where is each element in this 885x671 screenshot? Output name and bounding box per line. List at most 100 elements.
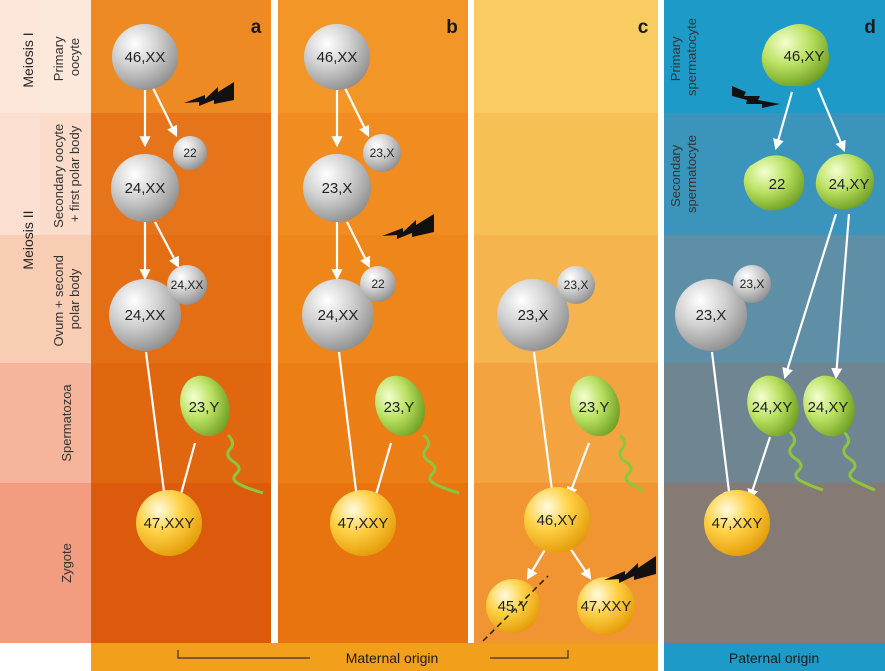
sperm-cell [803,375,855,437]
sperm-cell [747,375,799,437]
first-polar-body-karyotype: 22 [183,146,197,160]
meiosis-2-label: Meiosis II [20,210,36,269]
arrow [782,213,838,380]
arrow [773,91,794,151]
arrow [566,442,591,499]
arrow [710,351,735,503]
first-polar-body-karyotype: 23,X [370,146,395,160]
secondary-spermatocyte-cell [815,154,874,210]
lost-daughter-cell [486,579,540,633]
second-polar-body-karyotype: 23,X [564,278,589,292]
ovum-karyotype: 23,X [518,307,549,324]
arrow [346,221,370,268]
sperm-karyotype: 23,Y [384,399,415,416]
secondary-oocyte-cell [111,154,179,222]
primary-spermatocyte-karyotype: 46,XY [784,48,825,65]
secondary-oocyte-karyotype: 24,XX [125,180,166,197]
meiosis-1-label: Meiosis I [20,32,36,87]
maternal-label-backdrop [310,650,490,666]
second-polar-body-karyotype: 23,X [740,277,765,291]
cell-loss-slash [482,575,549,642]
row-label-secondary-spermatocyte: Secondary spermatocyte [668,135,699,213]
zygote-karyotype: 47,XXY [338,515,389,532]
zygote-cell [136,490,202,556]
panel-separators [0,0,664,671]
first-polar-body [173,136,207,170]
maternal-origin-label: Maternal origin [346,650,439,666]
ovum-cell [675,279,747,351]
primary-oocyte-karyotype: 46,XX [317,49,358,66]
row-label-spermatozoa: Spermatozoa [59,384,74,462]
secondary-spermatocyte-cell [743,155,805,211]
zygote-karyotype: 47,XXY [144,515,195,532]
paternal-origin-bar [664,643,885,671]
zygote-cell [524,487,590,553]
sperm-cell [375,375,425,437]
arrow [532,351,558,501]
panel-c: 23,X 23,X 23,Y 46,XY 45,Y 47,XXY [482,266,656,642]
nondisjunction-bolt-icon [732,86,780,108]
panel-d-letter: d [864,17,876,38]
paternal-origin-label: Paternal origin [729,650,819,666]
arrow [144,351,171,510]
second-polar-body-karyotype: 22 [371,277,385,291]
arrow [152,87,178,137]
arrow [337,351,363,510]
secondary-spermatocyte-karyotype: 24,XY [829,176,870,193]
sperm-tail-icon [618,433,644,493]
zygote-cell [704,490,770,556]
ovum-karyotype: 24,XX [125,307,166,324]
nondisjunction-bolt-icon [382,214,434,239]
row-label-primary-spermatocyte: Primary spermatocyte [668,18,699,96]
sperm-cell [180,375,230,437]
primary-spermatocyte-cell [761,24,830,87]
row-label-column [0,0,91,643]
ovum-cell [302,279,374,351]
lost-daughter-karyotype: 45,Y [498,598,529,615]
panel-a: 46,XX 24,XX 22 24,XX 24,XX 23,Y 47,XXY [109,24,264,556]
panel-b: 46,XX 23,X 23,X 24,XX 22 23,Y 47,XXY [302,24,460,556]
primary-oocyte-cell [112,24,178,90]
arrow [816,87,846,153]
row-label-zygote: Zygote [59,543,74,583]
kept-daughter-karyotype: 47,XXY [581,598,632,615]
arrow [344,87,370,137]
arrow [569,547,592,580]
ovum-karyotype: 24,XX [318,307,359,324]
zygote-karyotype: 47,XXY [712,515,763,532]
ovum-cell [497,279,569,351]
primary-oocyte-cell [304,24,370,90]
kept-daughter-cell [577,577,635,635]
first-polar-body [363,134,401,172]
sperm-tail-icon [842,430,876,492]
zygote-cell [330,490,396,556]
nondisjunction-bolt-icon [184,82,234,106]
nondisjunction-bolt-icon [604,556,656,583]
panel-b-letter: b [446,17,458,38]
second-polar-body [733,265,771,303]
second-polar-body [360,266,396,302]
row-label-primary-oocyte: Primary oocyte [51,33,82,81]
arrow [154,221,180,268]
panel-c-letter: c [638,17,649,38]
second-polar-body [557,266,595,304]
secondary-oocyte-cell [303,154,371,222]
zygote-karyotype: 46,XY [537,512,578,529]
sperm-karyotype: 24,XY [752,399,793,416]
second-polar-body-karyotype: 24,XX [171,278,204,292]
arrow [747,436,772,501]
arrow [831,213,851,380]
sperm-tail-icon [226,433,264,495]
secondary-spermatocyte-karyotype: 22 [769,176,786,193]
sperm-cell [570,375,620,437]
primary-oocyte-karyotype: 46,XX [125,49,166,66]
panel-d: 46,XY 22 24,XY 23,X 23,X 24,XY 24,XY 47,… [675,24,876,556]
ovum-cell [109,279,181,351]
arrow [526,547,547,580]
row-label-secondary-oocyte: Secondary oocyte + first polar body [51,120,82,228]
sperm-karyotype: 23,Y [579,399,610,416]
row-label-ovum: Ovum + second polar body [51,251,82,346]
sperm-karyotype: 24,XY [808,399,849,416]
